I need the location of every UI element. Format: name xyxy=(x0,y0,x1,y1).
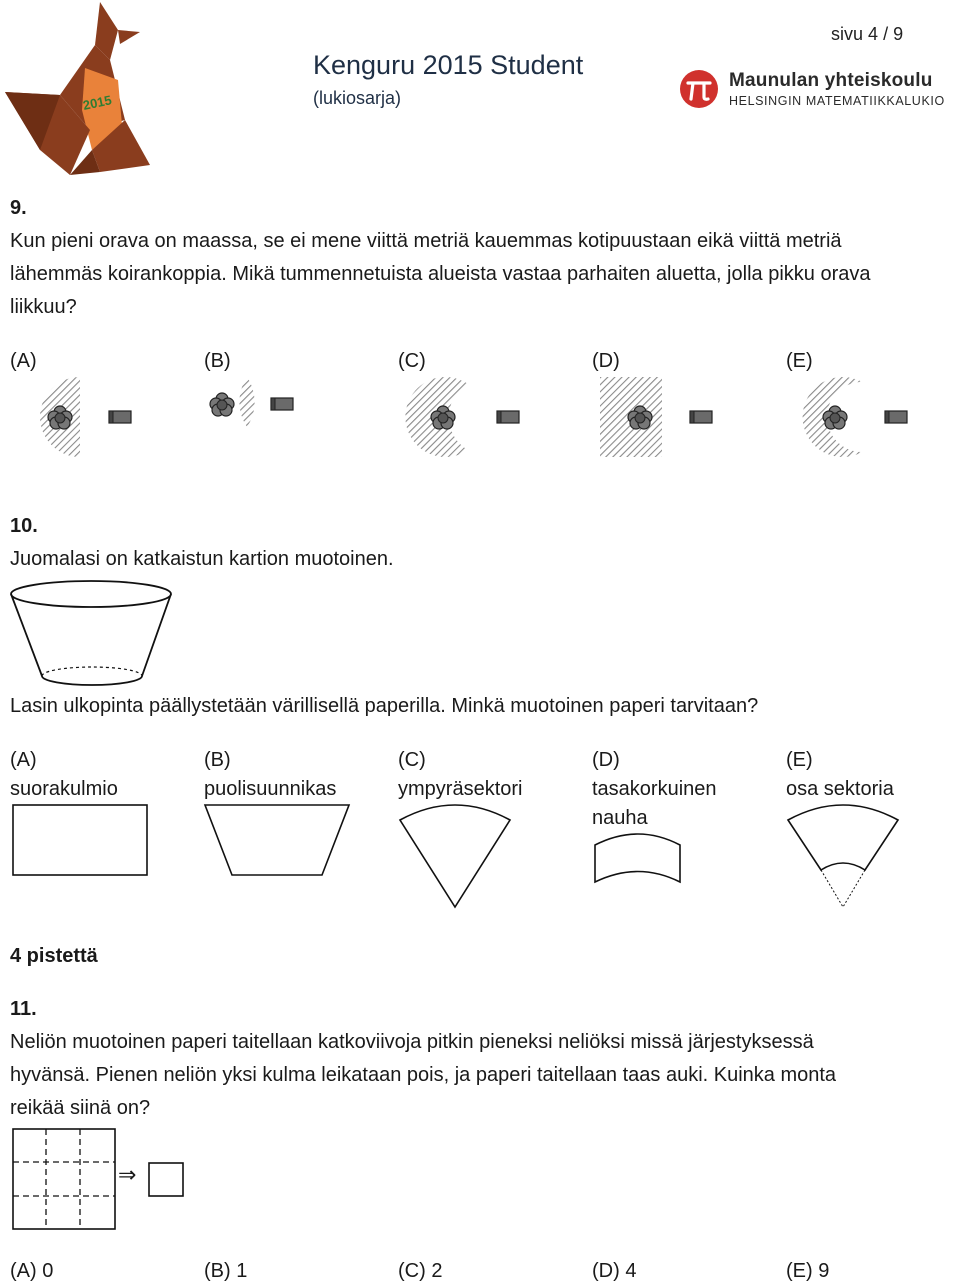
page-current: 4 xyxy=(868,24,879,44)
q11-option-e[interactable]: (E) 9 xyxy=(786,1260,830,1282)
question-10-intro: Juomalasi on katkaistun kartion muotoine… xyxy=(10,548,394,570)
question-10-question: Lasin ulkopinta päällystetään värillisel… xyxy=(10,695,759,717)
shape-curved-band xyxy=(594,833,681,884)
q10-option-b-label: puolisuunnikas xyxy=(204,778,337,800)
q10-option-c-letter: (C) xyxy=(398,749,426,771)
q11-option-b[interactable]: (B) 1 xyxy=(204,1260,248,1282)
shape-sector xyxy=(398,804,512,909)
page-subtitle: (lukiosarja) xyxy=(313,88,402,108)
section-heading: 4 pistettä xyxy=(10,945,98,967)
question-9-number: 9. xyxy=(10,197,27,219)
q10-option-d-label-1: tasakorkuinen xyxy=(592,778,717,800)
q9-option-b[interactable]: (B) xyxy=(204,350,231,372)
q10-option-e[interactable]: (E) osa sektoria xyxy=(786,744,894,806)
q10-option-a[interactable]: (A) suorakulmio xyxy=(10,744,118,806)
shape-sector-part xyxy=(786,804,900,908)
shape-rectangle xyxy=(12,804,148,876)
school-name: Maunulan yhteiskoulu xyxy=(729,70,933,91)
glass-figure xyxy=(10,580,172,686)
q10-option-d-label-2: nauha xyxy=(592,807,648,829)
q11-option-d[interactable]: (D) 4 xyxy=(592,1260,637,1282)
q9-figure-d xyxy=(600,377,713,457)
q10-option-e-letter: (E) xyxy=(786,749,813,771)
q10-option-b-letter: (B) xyxy=(204,749,231,771)
small-square-figure xyxy=(148,1162,184,1197)
q10-option-c[interactable]: (C) ympyräsektori xyxy=(398,744,522,806)
page-title: Kenguru 2015 Student xyxy=(313,50,584,80)
school-unit: HELSINGIN MATEMATIIKKALUKIO xyxy=(729,94,945,108)
q9-figure-e xyxy=(802,377,908,457)
q10-option-c-label: ympyräsektori xyxy=(398,778,523,800)
q9-figure-c xyxy=(405,377,520,457)
pi-logo-icon xyxy=(680,70,718,108)
page-label: sivu xyxy=(831,24,864,44)
question-11-number: 11. xyxy=(10,998,37,1020)
q11-option-c[interactable]: (C) 2 xyxy=(398,1260,443,1282)
svg-text:2015: 2015 xyxy=(82,92,113,113)
question-9-line-2: lähemmäs koirankoppia. Mikä tummennetuis… xyxy=(10,263,871,285)
question-11-line-3: reikää siinä on? xyxy=(10,1097,151,1119)
q9-option-a[interactable]: (A) xyxy=(10,350,37,372)
q10-option-d-letter: (D) xyxy=(592,749,620,771)
question-9-line-3: liikkuu? xyxy=(10,296,77,318)
q10-option-d[interactable]: (D) tasakorkuinen nauha xyxy=(592,744,717,835)
q9-option-d[interactable]: (D) xyxy=(592,350,620,372)
page-separator: / xyxy=(883,24,889,44)
q9-figure-b xyxy=(209,377,294,427)
kangaroo-logo-icon: 2015 xyxy=(5,2,150,175)
question-10-number: 10. xyxy=(10,515,38,537)
folded-paper-figure xyxy=(12,1128,116,1230)
page-number: sivu 4 / 9 xyxy=(831,24,903,45)
q9-option-e[interactable]: (E) xyxy=(786,350,813,372)
q9-figure-a xyxy=(40,377,132,457)
question-9-line-1: Kun pieni orava on maassa, se ei mene vi… xyxy=(10,230,842,252)
question-11-line-1: Neliön muotoinen paperi taitellaan katko… xyxy=(10,1031,814,1053)
q11-option-a[interactable]: (A) 0 xyxy=(10,1260,54,1282)
arrow-icon: ⇒ xyxy=(118,1163,137,1188)
q10-option-b[interactable]: (B) puolisuunnikas xyxy=(204,744,336,806)
q10-option-e-label: osa sektoria xyxy=(786,778,894,800)
q10-option-a-label: suorakulmio xyxy=(10,778,118,800)
shape-trapezoid xyxy=(203,804,351,876)
q10-option-a-letter: (A) xyxy=(10,749,37,771)
q9-option-c[interactable]: (C) xyxy=(398,350,426,372)
question-11-line-2: hyvänsä. Pienen neliön yksi kulma leikat… xyxy=(10,1064,837,1086)
page-total: 9 xyxy=(893,24,904,44)
